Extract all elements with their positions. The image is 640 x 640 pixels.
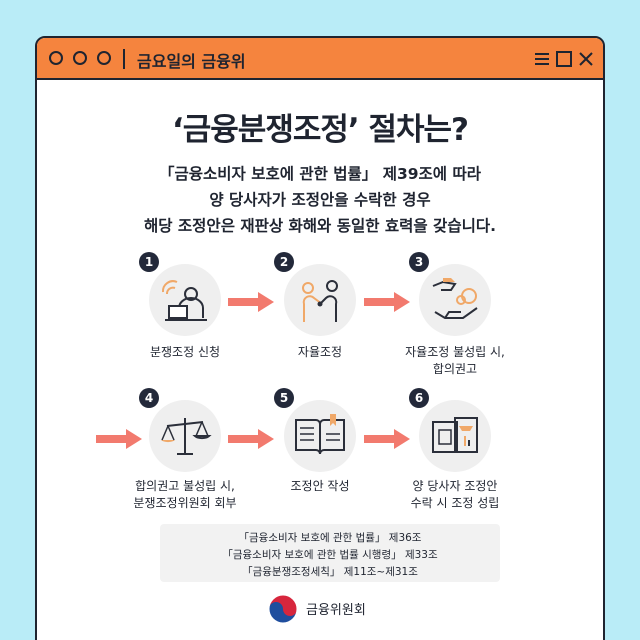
window-dot-icon [97,51,111,65]
step-label: 조정안 작성 [290,479,350,493]
arrow-right-icon [96,429,142,449]
reference-line: 「금융소비자 보호에 관한 법률 시행령」 제33조 [222,549,438,561]
intro-line-3: 해당 조정안은 재판상 화해와 동일한 효력을 갖습니다. [144,217,496,235]
open-book-icon [295,414,345,455]
step-number-badge: 3 [409,252,429,272]
app-window: 금요일의 금융위 ‘금융분쟁조정’ 절차는? 「금융소비자 보호에 관한 법률」… [35,36,605,640]
arrow-right-icon [228,292,274,312]
step-label-line: 양 당사자 조정안 [412,479,498,493]
step-label-line: 합의권고 불성립 시, [135,479,235,493]
title-bar: 금요일의 금융위 [37,38,603,80]
step-label: 분쟁조정 신청 [149,345,221,359]
step-number-badge: 2 [274,252,294,272]
window-title: 금요일의 금융위 [137,52,246,71]
scales-icon [161,418,212,455]
title-divider [123,49,125,69]
step-icon-circle [284,264,356,336]
menu-icon[interactable] [533,50,551,68]
intro-line-1: 「금융소비자 보호에 관한 법률」 제39조에 따라 [159,165,481,183]
step-label: 자율조정 불성립 시, 합의권고 [380,344,530,378]
step-icon-circle [149,264,221,336]
person-laptop-icon [161,280,207,321]
reference-line: 「금융소비자 보호에 관한 법률」 제36조 [238,532,422,544]
step-number-badge: 1 [139,252,159,272]
step-label: 양 당사자 조정안 수락 시 조정 성립 [380,478,530,512]
step-label-line: 분쟁조정위원회 회부 [133,496,237,510]
org-name: 금융위원회 [306,603,366,618]
hands-coins-icon [432,278,478,319]
documents-icon [432,417,478,453]
taegeuk-logo-icon [268,594,298,624]
step-label-line: 자율조정 불성립 시, [405,345,505,359]
step-number-badge: 5 [274,388,294,408]
step-label: 합의권고 불성립 시, 분쟁조정위원회 회부 [110,478,260,512]
step-icon-circle [149,400,221,472]
window-dot-icon [73,51,87,65]
intro-line-2: 양 당사자가 조정안을 수락한 경우 [209,191,431,209]
step-icon-circle [419,400,491,472]
reference-line: 「금융분쟁조정세칙」 제11조~제31조 [242,566,418,578]
references-box: 「금융소비자 보호에 관한 법률」 제36조 「금융소비자 보호에 관한 법률 … [160,524,500,582]
arrow-right-icon [364,429,410,449]
arrow-right-icon [364,292,410,312]
window-dot-icon [49,51,63,65]
maximize-icon[interactable] [555,50,573,68]
step-icon-circle [419,264,491,336]
handshake-icon [302,280,338,322]
headline: ‘금융분쟁조정’ 절차는? [171,112,469,148]
step-label-line: 수락 시 조정 성립 [410,496,500,510]
step-icon-circle [284,400,356,472]
step-label-line: 합의권고 [432,362,478,376]
close-icon[interactable] [577,50,595,68]
step-number-badge: 6 [409,388,429,408]
step-label: 자율조정 [297,345,343,359]
arrow-right-icon [228,429,274,449]
step-number-badge: 4 [139,388,159,408]
